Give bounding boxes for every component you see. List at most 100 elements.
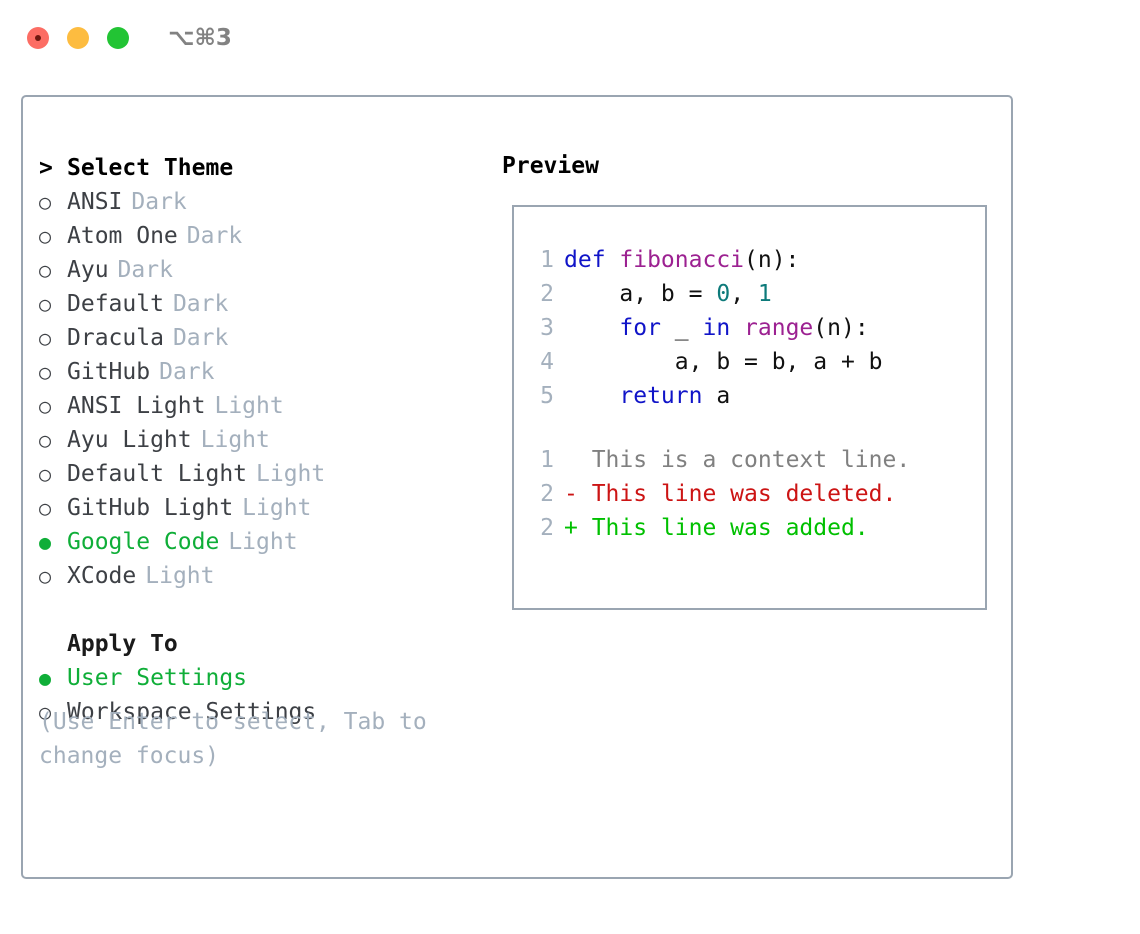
theme-option-variant: Dark [159,359,215,385]
theme-list-header-label: Select Theme [67,155,234,181]
theme-option-variant: Light [256,461,326,487]
theme-option-label: GitHub Light [67,495,234,521]
zoom-button[interactable] [107,27,129,49]
code-token: fibonacci [619,247,745,273]
traffic-lights [27,27,129,49]
diff-marker [564,447,578,473]
code-token: a [702,383,731,409]
radio-unselected-icon: ○ [39,292,52,316]
theme-option-label: XCode [67,563,137,589]
code-line: 2 a, b = 0, 1 [524,277,979,311]
diff-text: This is a context line. [577,447,911,473]
code-token: in [702,315,731,341]
theme-option-xcode[interactable]: ○ XCode Light [39,559,479,593]
radio-unselected-icon: ○ [39,564,52,588]
code-token: (n): [813,315,869,341]
theme-option-label: Google Code [67,529,220,555]
radio-unselected-icon: ○ [39,428,52,452]
code-token: (n): [744,247,800,273]
apply-to-option-label: Workspace Settings [67,699,317,725]
theme-option-variant: Dark [117,257,173,283]
line-number: 3 [540,315,554,341]
theme-option-label: GitHub [67,359,151,385]
line-number: 1 [540,447,554,473]
diff-marker: + [564,515,578,541]
theme-option-ayu-light[interactable]: ○ Ayu Light Light [39,423,479,457]
radio-unselected-icon: ○ [39,360,52,384]
line-number: 2 [540,481,554,507]
title-bar: ⌥⌘3 [0,0,1140,76]
theme-option-variant: Dark [172,291,229,317]
radio-unselected-icon: ○ [39,326,52,350]
theme-option-variant: Light [145,563,215,589]
close-button[interactable] [27,27,49,49]
diff-text: This line was added. [577,515,869,541]
bullet-placeholder-icon: ○ [39,627,67,661]
code-diff-gap [524,413,979,443]
window-shortcut-label: ⌥⌘3 [168,25,232,51]
prompt-caret-icon: > [39,155,53,181]
radio-unselected-icon: ○ [39,462,52,486]
theme-option-variant: Dark [172,325,229,351]
radio-unselected-icon: ○ [39,700,52,724]
code-token: range [744,315,814,341]
theme-option-variant: Light [228,529,298,555]
theme-option-label: ANSI Light [67,393,206,419]
code-token: _ [660,315,703,341]
code-line: 3 for _ in range(n): [524,311,979,345]
minimize-button[interactable] [67,27,89,49]
theme-option-label: Default [67,291,164,317]
apply-to-option-user-settings[interactable]: ●User Settings [39,661,479,695]
code-token: , [730,281,758,307]
theme-option-label: ANSI [67,189,123,215]
theme-option-variant: Dark [131,189,187,215]
radio-unselected-icon: ○ [39,224,52,248]
theme-option-label: Ayu [67,257,109,283]
code-token: a, b = b, a + b [564,349,883,375]
theme-option-variant: Light [242,495,312,521]
preview-title: Preview [502,153,599,179]
preview-section: Preview [502,151,1002,181]
theme-option-default[interactable]: ○ Default Dark [39,287,479,321]
theme-option-variant: Light [214,393,284,419]
theme-option-github[interactable]: ○ GitHub Dark [39,355,479,389]
theme-option-label: Ayu Light [67,427,192,453]
code-token: def [564,247,620,273]
radio-unselected-icon: ○ [39,190,52,214]
line-number: 2 [540,281,554,307]
radio-unselected-icon: ○ [39,496,52,520]
diff-sample: 1 This is a context line. 2- This line wa… [524,443,979,545]
code-token: a, b = [564,281,717,307]
theme-option-ansi[interactable]: ○ ANSI Dark [39,185,479,219]
line-number: 1 [540,247,554,273]
code-token: 1 [757,281,772,307]
diff-line-del: 2- This line was deleted. [524,477,979,511]
code-token: return [619,383,703,409]
apply-to-header-label: Apply To [67,631,178,657]
theme-list-header: > Select Theme [39,151,479,185]
apply-to-option-list: ●User Settings ○ Workspace Settings [39,661,479,729]
code-token: for [619,315,661,341]
apply-to-option-label: User Settings [67,665,248,691]
code-line: 1 def fibonacci(n): [524,243,979,277]
code-line: 5 return a [524,379,979,413]
theme-option-label: Atom One [67,223,178,249]
code-token [730,315,744,341]
code-token: 0 [716,281,731,307]
list-spacer [39,593,479,627]
theme-option-variant: Light [200,427,270,453]
theme-option-github-light[interactable]: ○ GitHub Light Light [39,491,479,525]
diff-marker: - [564,481,578,507]
apply-to-header: ○Apply To [39,627,479,661]
apply-to-option-workspace-settings[interactable]: ○ Workspace Settings [39,695,479,729]
